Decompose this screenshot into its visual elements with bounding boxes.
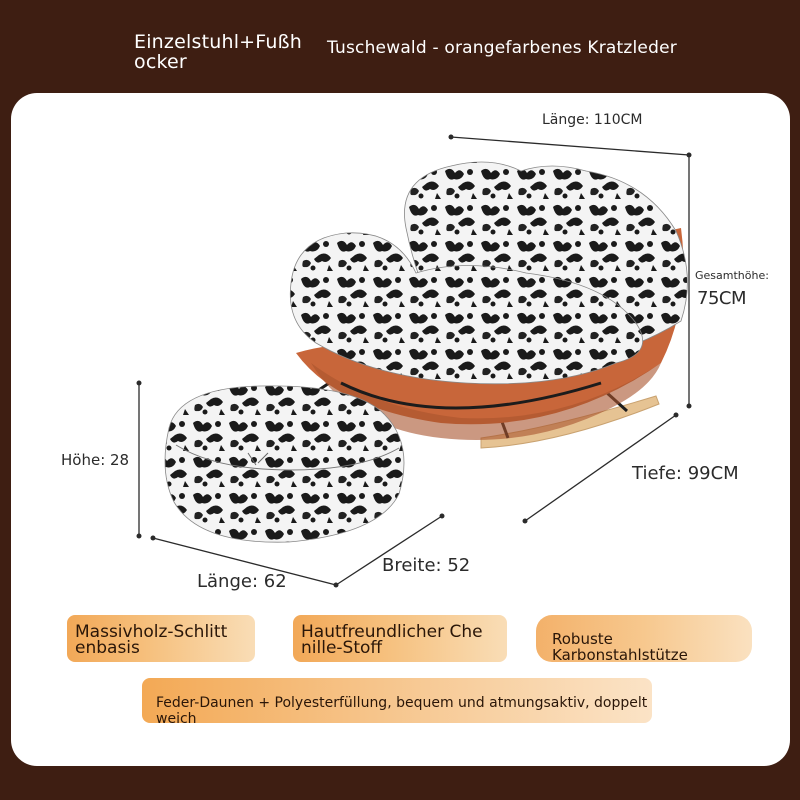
product-illustration [136,134,692,588]
chair-dimension-lines [450,136,690,522]
chair-depth-label: Tiefe: 99CM [632,463,739,484]
feature-filling: Feder-Daunen + Polyesterfüllung, bequem … [142,678,652,727]
feature-chenille-fabric: Hautfreundlicher Che nille-Stoff [293,615,507,662]
feature-steel-support: Robuste Karbonstahlstütze [536,615,752,663]
chair-length-label: Länge: 110CM [542,112,643,128]
ottoman-length-label: Länge: 62 [197,571,287,592]
chair-total-height-label: Gesamthöhe: [695,269,769,282]
leather-shell [296,228,684,425]
chair [289,161,688,449]
seat-cushion [289,232,644,385]
variant-label-line2: ocker [134,51,187,73]
ottoman-width-label: Breite: 52 [382,555,471,576]
feature-wooden-base: Massivholz-Schlitt enbasis [67,615,255,662]
feature-wooden-base-line1: Massivholz-Schlitt [75,622,228,642]
feature-chenille-fabric-line1: Hautfreundlicher Che [301,622,483,642]
color-label: Tuschewald - orangefarbenes Kratzleder [327,38,677,58]
ottoman-dimension-lines [138,383,443,586]
variant-label: Einzelstuhl+Fußh ocker [134,32,314,72]
product-card: Länge: 110CM Gesamthöhe: 75CM Tiefe: 99C… [11,93,790,766]
ottoman-height-label: Höhe: 28 [61,451,130,469]
feature-chenille-fabric-line2: nille-Stoff [301,638,383,658]
chair-total-height-value: 75CM [697,288,747,309]
ottoman [164,385,405,543]
variant-label-line1: Einzelstuhl+Fußh [134,31,303,53]
feature-wooden-base-line2: enbasis [75,638,140,658]
